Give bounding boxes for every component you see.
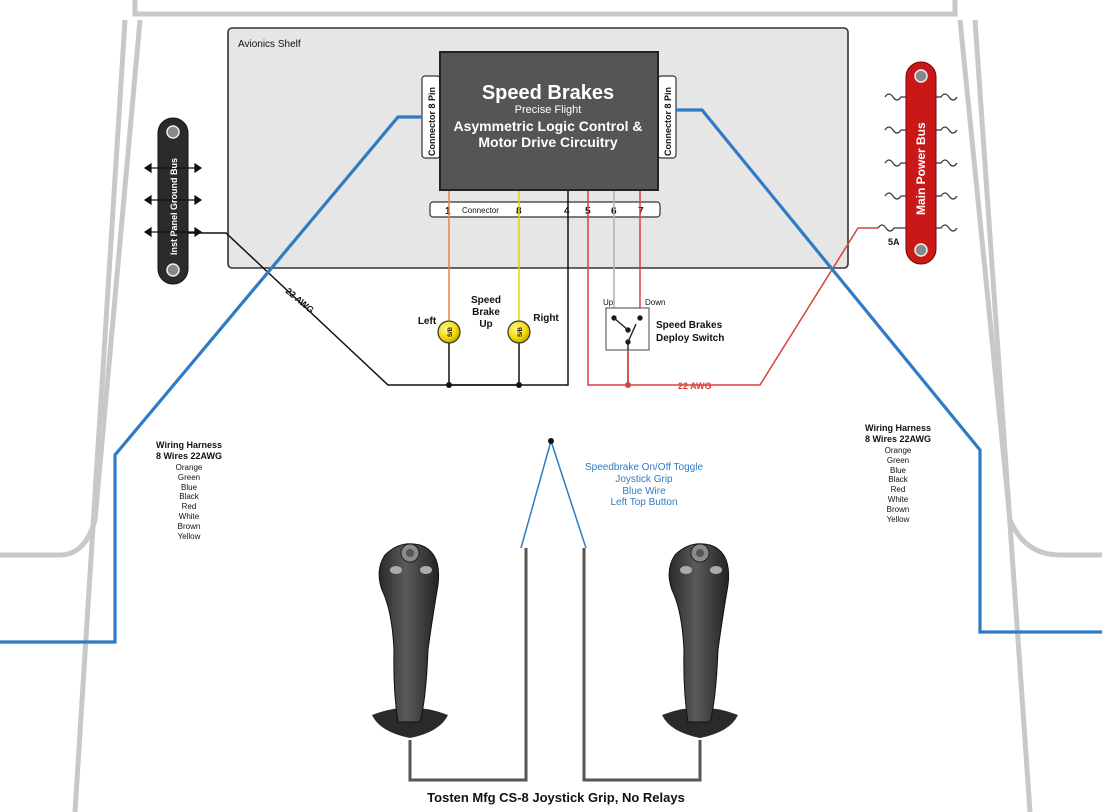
harness-right-wire: Orange: [885, 446, 912, 455]
harness-legend-right: Wiring Harness 8 Wires 22AWG Orange Gree…: [865, 423, 931, 524]
joystick-left-cable: [408, 548, 528, 782]
junction-dot: [548, 438, 554, 444]
connector-tab-left-label: Connector 8 Pin: [427, 87, 437, 156]
harness-right-wire: Yellow: [887, 515, 910, 524]
ground-wire: [188, 232, 449, 386]
joystick-right-cable: [582, 548, 702, 782]
switch-up-label: Up: [603, 298, 614, 307]
harness-right-wire: Black: [888, 475, 909, 484]
joystick-grip-left: [372, 543, 448, 738]
harness-right-title-1: Wiring Harness: [865, 423, 931, 433]
lamp-left: S/B: [437, 320, 461, 344]
toggle-note-line3: Blue Wire: [622, 486, 666, 497]
harness-left-wire: Black: [179, 492, 200, 501]
switch-title-line2: Deploy Switch: [656, 333, 724, 344]
toggle-note-line4: Left Top Button: [610, 497, 677, 508]
svg-text:S/B: S/B: [448, 326, 454, 337]
toggle-note: Speedbrake On/Off Toggle Joystick Grip B…: [585, 462, 703, 508]
lamp-right: S/B: [507, 320, 531, 344]
harness-right-title-2: 8 Wires 22AWG: [865, 434, 931, 444]
blue-harness-wires: [0, 108, 1102, 644]
svg-text:S/B: S/B: [518, 326, 524, 337]
harness-left-wire: Blue: [181, 483, 198, 492]
diagram-caption: Tosten Mfg CS-8 Joystick Grip, No Relays: [427, 790, 685, 805]
lamp-caption-line3: Up: [479, 319, 492, 330]
lamp-left-label: Left: [418, 316, 437, 327]
connector-strip-label: Connector: [462, 206, 499, 215]
lamp-caption-line2: Brake: [472, 307, 500, 318]
harness-right-wire: Green: [887, 456, 909, 465]
harness-left-wire: Brown: [178, 522, 201, 531]
harness-left-title-2: 8 Wires 22AWG: [156, 451, 222, 461]
connector-pin-4: 4: [564, 206, 570, 217]
harness-left-title-1: Wiring Harness: [156, 440, 222, 450]
connector-tab-right-label: Connector 8 Pin: [663, 87, 673, 156]
harness-right-wire: Brown: [887, 505, 910, 514]
connector-pin-1: 1: [445, 206, 451, 217]
power-bus-label: Main Power Bus: [914, 122, 928, 215]
power-bus-breaker-rating: 5A: [888, 237, 900, 247]
connector-pin-7: 7: [638, 206, 644, 217]
junction-dot: [516, 382, 522, 388]
harness-left-wire: Yellow: [178, 532, 201, 541]
module-desc-line2: Motor Drive Circuitry: [478, 134, 617, 150]
breaker-stubs: [877, 93, 958, 232]
harness-left-wire: Orange: [176, 463, 203, 472]
ground-bus-label: Inst Panel Ground Bus: [169, 158, 179, 255]
harness-right-wire: White: [888, 495, 909, 504]
harness-right-wire: Blue: [890, 466, 907, 475]
ground-bus: [143, 117, 203, 285]
lamp-right-label: Right: [533, 313, 559, 324]
harness-left-wire: Red: [182, 502, 197, 511]
harness-left-wire: White: [179, 512, 200, 521]
joystick-grip-right: [662, 543, 738, 738]
switch-title-line1: Speed Brakes: [656, 320, 723, 331]
module-maker: Precise Flight: [515, 104, 582, 116]
toggle-note-line2: Joystick Grip: [615, 474, 673, 485]
harness-legend-left: Wiring Harness 8 Wires 22AWG Orange Gree…: [156, 440, 222, 541]
module-desc-line1: Asymmetric Logic Control &: [453, 118, 642, 134]
wire-pin5-red: [587, 190, 878, 386]
avionics-shelf-title: Avionics Shelf: [238, 39, 301, 50]
speed-brakes-module: [439, 51, 659, 191]
toggle-note-line1: Speedbrake On/Off Toggle: [585, 462, 703, 473]
switch-down-label: Down: [645, 298, 665, 307]
harness-right-wire: Red: [891, 485, 906, 494]
junction-dot: [446, 382, 452, 388]
connector-strip: [429, 201, 661, 218]
main-power-bus: [877, 61, 958, 265]
power-wire-gauge: 22 AWG: [678, 381, 712, 391]
lamp-caption-line1: Speed: [471, 295, 501, 306]
ground-wire-gauge: 22 AWG: [284, 286, 316, 315]
module-title: Speed Brakes: [482, 82, 614, 104]
harness-left-wire: Green: [178, 473, 200, 482]
joystick-toggle-wire: [520, 438, 587, 549]
